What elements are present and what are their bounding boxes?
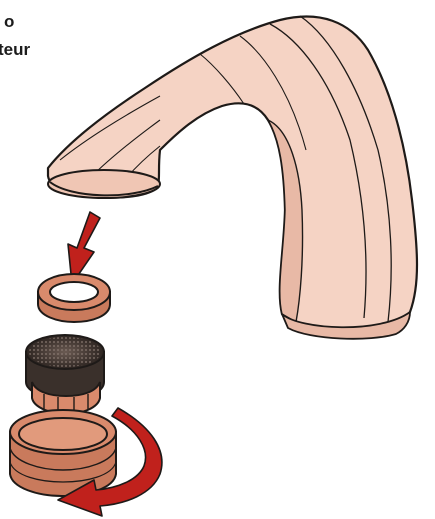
aerator-screen-insert: [26, 335, 104, 414]
aerator-housing: [10, 410, 116, 496]
rubber-washer: [38, 274, 110, 322]
